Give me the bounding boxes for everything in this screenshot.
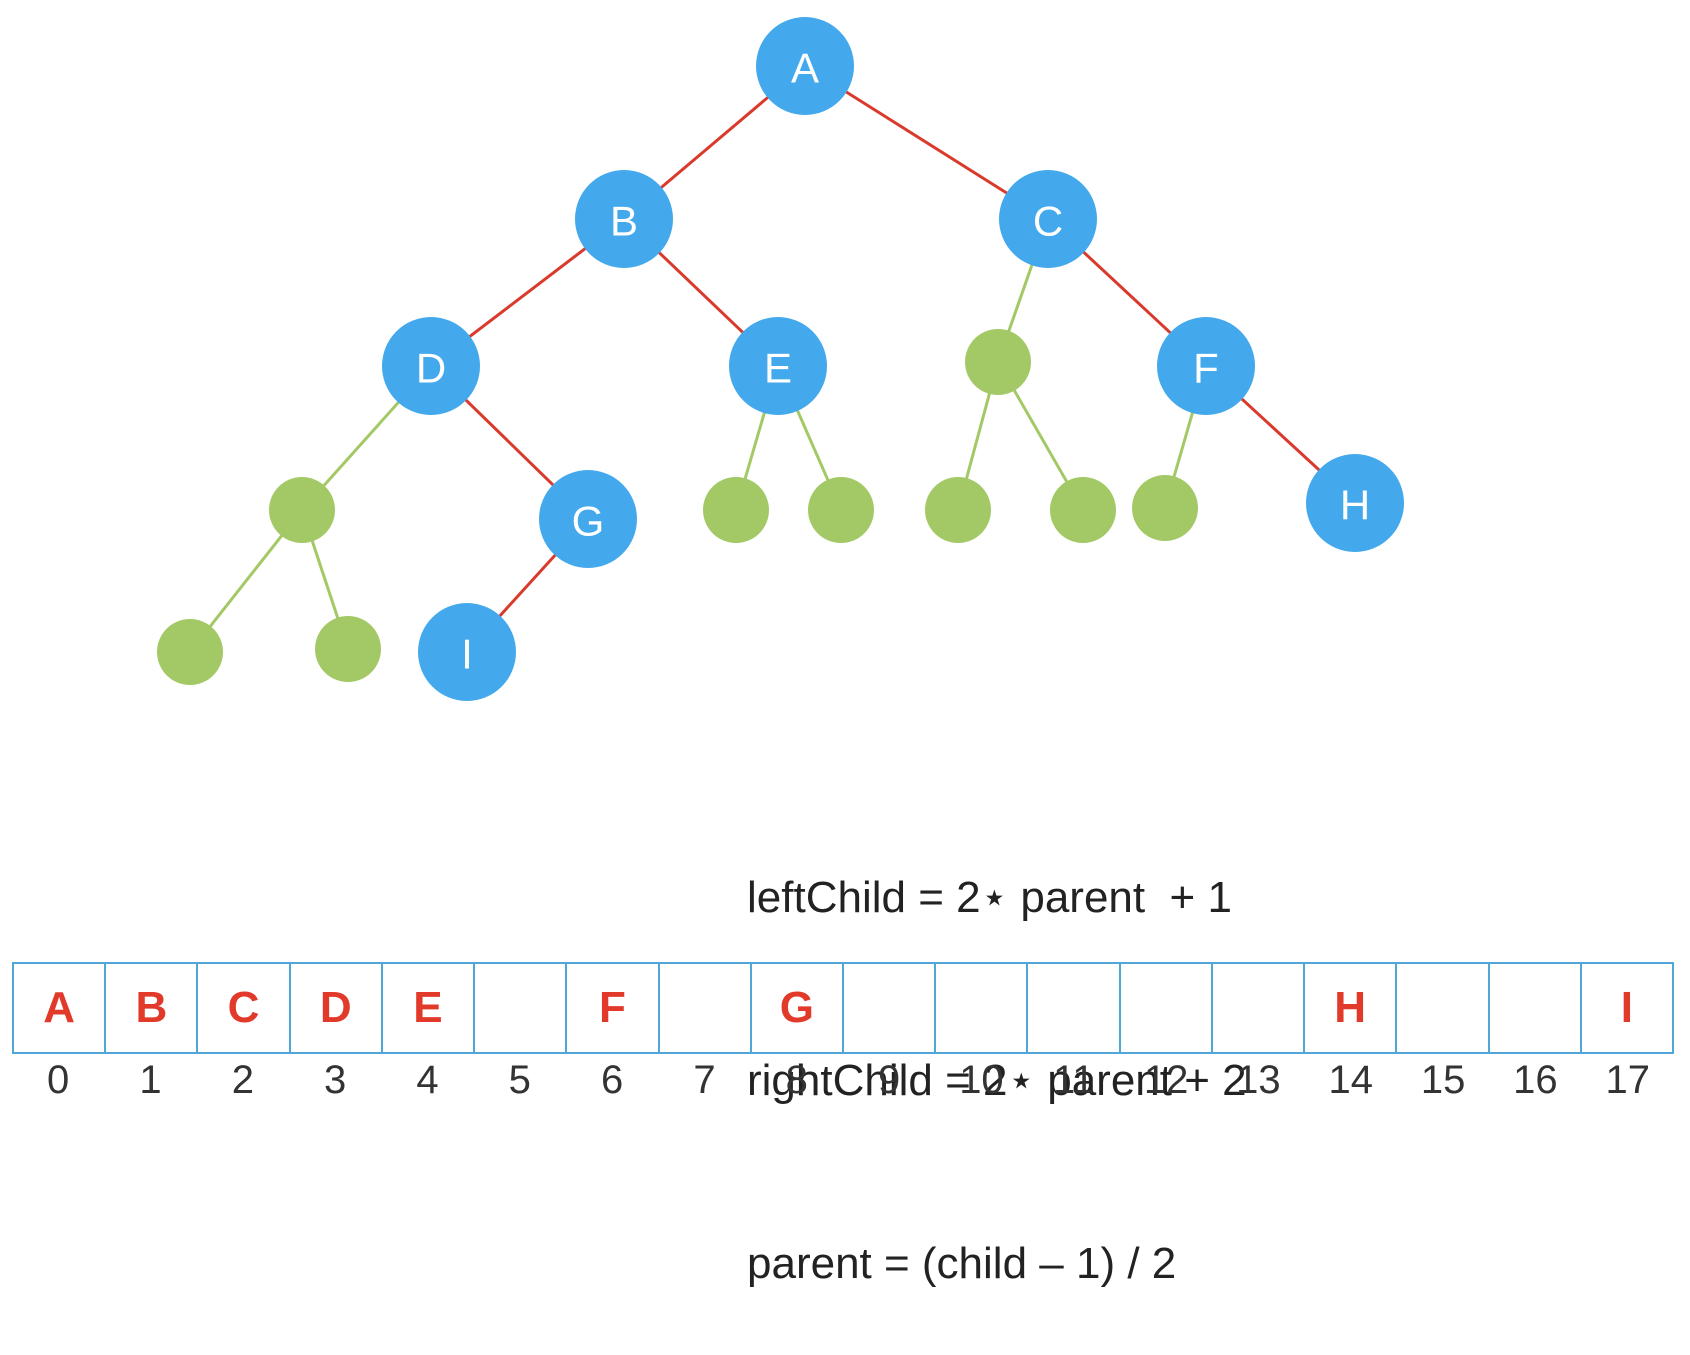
node-label: F (1193, 345, 1219, 392)
tree-node-empty (965, 329, 1031, 395)
node-circle (575, 170, 673, 268)
node-circle (1306, 454, 1404, 552)
node-circle (315, 616, 381, 682)
tree-nodes: A B C D E F G H I (157, 17, 1404, 701)
array-index-label: 15 (1420, 1058, 1466, 1102)
node-circle (703, 477, 769, 543)
array-cell (936, 964, 1029, 1052)
binary-tree-diagram: A B C D E F G H I (157, 17, 1404, 701)
node-circle (418, 603, 516, 701)
node-label: C (1033, 198, 1063, 245)
tree-node-empty (703, 477, 769, 543)
array-cell: G (752, 964, 844, 1052)
array-index-label: 11 (1053, 1058, 1095, 1102)
array-index-label: 9 (877, 1058, 901, 1102)
array-index-label: 5 (508, 1058, 531, 1102)
node-label: A (791, 45, 819, 92)
array-cell (844, 964, 937, 1052)
tree-node-b: B (575, 170, 673, 268)
array-cell (475, 964, 568, 1052)
array-index-label: 10 (959, 1058, 1004, 1102)
array-cell: E (383, 964, 476, 1052)
array-index-label: 14 (1328, 1058, 1374, 1102)
array-index-label: 6 (601, 1058, 624, 1102)
node-circle (539, 470, 637, 568)
array-cell: B (106, 964, 199, 1052)
array-cell (1213, 964, 1306, 1052)
array-cell: A (14, 964, 107, 1052)
tree-node-empty (808, 477, 874, 543)
array-cell (1121, 964, 1213, 1052)
node-circle (999, 170, 1097, 268)
tree-node-h: H (1306, 454, 1404, 552)
tree-node-empty (1132, 475, 1198, 541)
node-circle (808, 477, 874, 543)
array-index-label: 1 (139, 1058, 162, 1102)
tree-node-i: I (418, 603, 516, 701)
tree-node-f: F (1157, 317, 1255, 415)
node-label: D (416, 345, 446, 392)
tree-node-empty (315, 616, 381, 682)
array-cell: H (1305, 964, 1398, 1052)
array-cell (1028, 964, 1121, 1052)
array-index-label: 16 (1513, 1058, 1558, 1102)
node-circle (382, 317, 480, 415)
array-index-label: 3 (324, 1058, 347, 1102)
node-circle (269, 477, 335, 543)
node-circle (965, 329, 1031, 395)
tree-node-a: A (756, 17, 854, 115)
tree-node-g: G (539, 470, 637, 568)
node-circle (1157, 317, 1255, 415)
node-circle (925, 477, 991, 543)
tree-node-c: C (999, 170, 1097, 268)
tree-node-empty (1050, 477, 1116, 543)
array-index-label: 13 (1236, 1058, 1281, 1102)
node-label: H (1340, 482, 1370, 529)
node-label: G (572, 498, 605, 545)
array-index-label: 12 (1143, 1058, 1189, 1102)
node-circle (1132, 475, 1198, 541)
array-cell: C (198, 964, 291, 1052)
array-index-label: 2 (231, 1058, 254, 1102)
array-index-label: 0 (47, 1058, 70, 1102)
array-index-label: 17 (1605, 1058, 1650, 1102)
node-label: E (764, 345, 792, 392)
node-circle (157, 619, 223, 685)
node-circle (729, 317, 827, 415)
parent-formula: parent = (child – 1) / 2 (747, 1239, 1177, 1288)
left-child-formula: leftChild = 2⋆ parent + 1 (747, 873, 1232, 922)
array-cell: D (291, 964, 383, 1052)
array-cell (1490, 964, 1582, 1052)
node-label: B (610, 198, 638, 245)
tree-node-e: E (729, 317, 827, 415)
array-index-label: 7 (693, 1058, 716, 1102)
array-cell: I (1620, 983, 1633, 1032)
right-child-formula: rightChild = 2⋆ parent + 2 (747, 1056, 1247, 1105)
node-circle (756, 17, 854, 115)
array-cell: F (567, 964, 660, 1052)
array-cell (1397, 964, 1490, 1052)
node-circle (1050, 477, 1116, 543)
array-index-label: 4 (416, 1058, 439, 1102)
node-label: I (461, 631, 473, 678)
tree-node-empty (925, 477, 991, 543)
tree-node-empty (269, 477, 335, 543)
array-cell (660, 964, 752, 1052)
array-index-label: 8 (785, 1058, 808, 1102)
tree-node-empty (157, 619, 223, 685)
tree-node-d: D (382, 317, 480, 415)
